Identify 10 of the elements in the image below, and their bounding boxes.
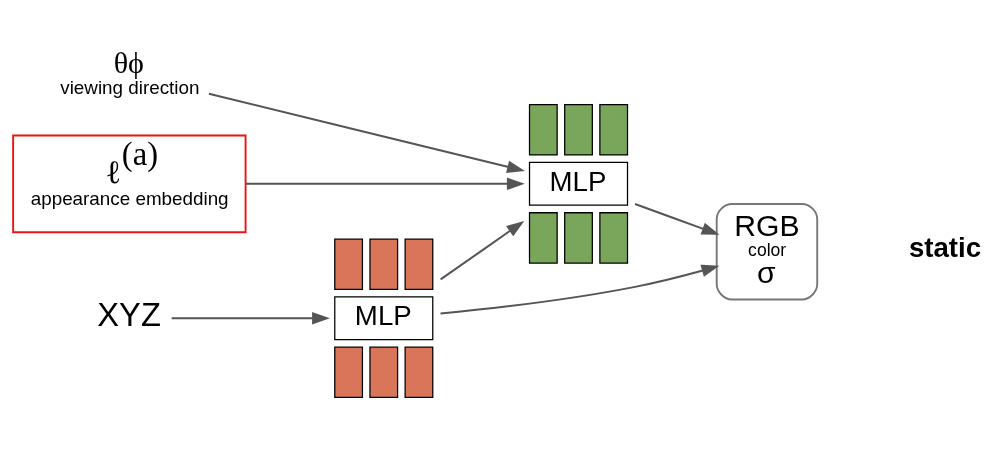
arrow [440, 220, 525, 280]
node-text: θϕ viewing direction [60, 45, 200, 98]
arrow [634, 202, 720, 235]
node-text: XYZ [97, 295, 161, 333]
arrow [208, 92, 525, 173]
node-box: RGB color σ [715, 202, 819, 300]
label: static [908, 231, 982, 263]
arrow [245, 177, 525, 190]
arrow [171, 311, 330, 325]
arrow [440, 264, 720, 315]
